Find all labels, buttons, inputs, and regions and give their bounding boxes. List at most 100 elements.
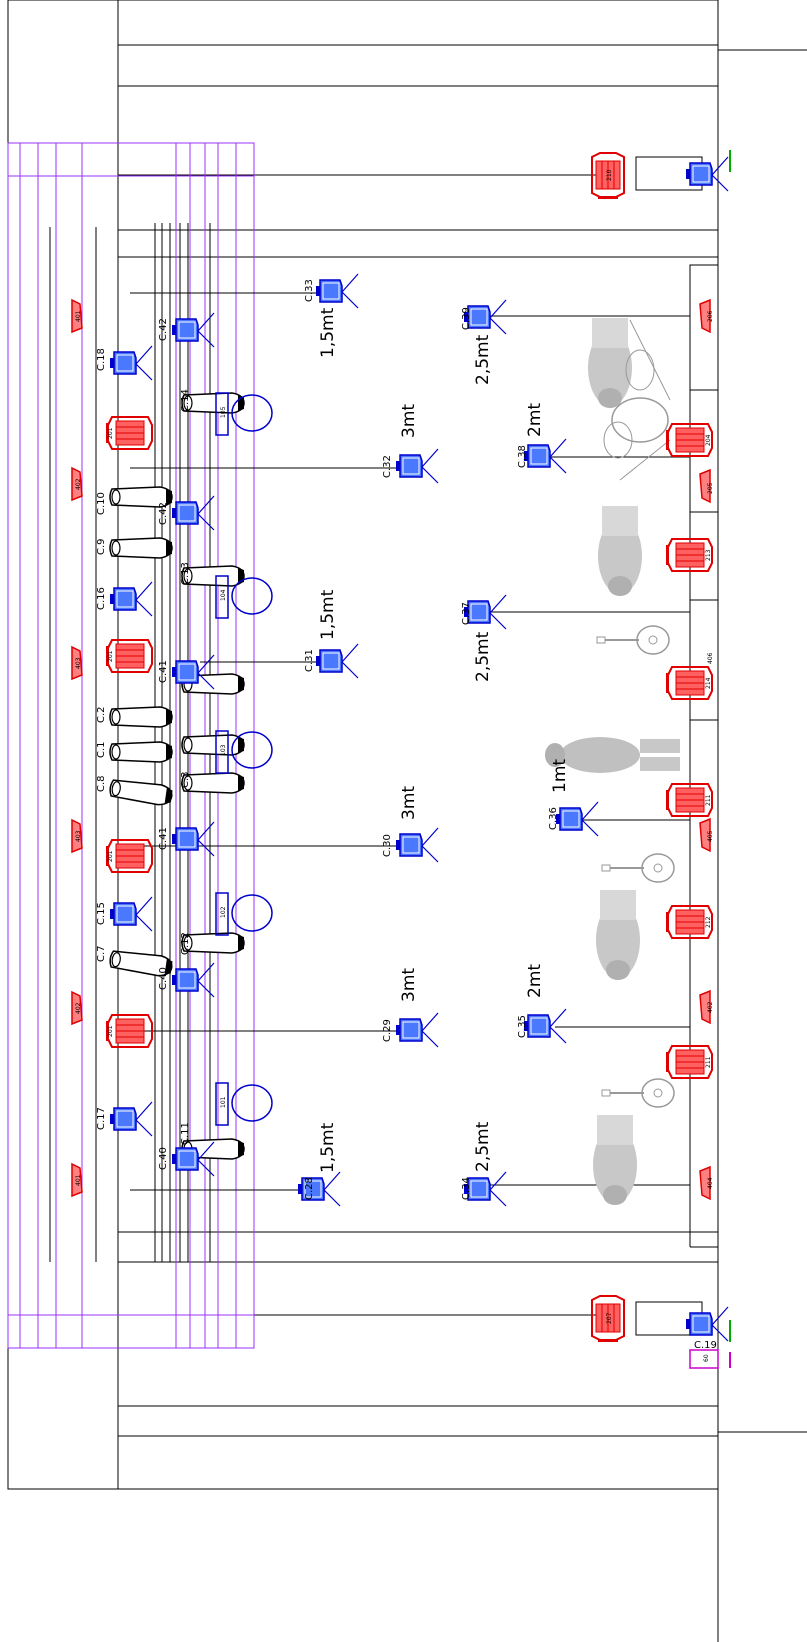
microphone-stand-icon bbox=[395, 1012, 439, 1048]
channel-label: C.18 bbox=[96, 348, 107, 371]
musician-silhouette-icon bbox=[588, 318, 632, 408]
special-box bbox=[689, 150, 731, 1369]
fixture-id: 212 bbox=[705, 916, 712, 928]
channel-label: C.38 bbox=[517, 445, 528, 468]
fixture-id: 204 bbox=[705, 434, 712, 446]
fixture-id: 103 bbox=[220, 744, 227, 756]
microphone-stand-icon bbox=[109, 581, 153, 617]
person-standing-icon bbox=[181, 565, 245, 587]
person-standing-icon bbox=[109, 537, 173, 559]
fixture-id: 201 bbox=[107, 1025, 114, 1037]
channel-label: C.19 bbox=[694, 1340, 717, 1351]
microphone-stand-icon bbox=[171, 962, 215, 998]
microphone-stand-icon bbox=[109, 1101, 153, 1137]
microphone-stand-icon bbox=[315, 643, 359, 679]
channel-label: C.9 bbox=[96, 538, 107, 555]
microphone-stand-icon bbox=[685, 156, 729, 192]
channel-label: C.33 bbox=[304, 279, 315, 302]
channel-label: 60 bbox=[703, 1354, 710, 1362]
microphone-stand-icon bbox=[395, 827, 439, 863]
person-standing-icon bbox=[109, 741, 173, 763]
distance-label: 1,5mt bbox=[318, 1122, 338, 1173]
channel-label: C.12 bbox=[180, 932, 191, 955]
fixture-id: 101 bbox=[220, 1096, 227, 1108]
fixture-id: 213 bbox=[705, 549, 712, 561]
fixture-id: 104 bbox=[220, 589, 227, 601]
microphone-stand-icon bbox=[171, 495, 215, 531]
microphone-stand-icon bbox=[109, 896, 153, 932]
microphone-stand-icon bbox=[685, 1306, 729, 1342]
channel-label: C.1 bbox=[96, 741, 107, 758]
channel-label: C.39 bbox=[461, 307, 472, 330]
guitar-icon bbox=[601, 853, 675, 883]
fixture-id: 402 bbox=[75, 1002, 82, 1014]
microphone-stand-icon bbox=[171, 821, 215, 857]
distance-label: 2,5mt bbox=[473, 631, 493, 682]
fixture-id: 205 bbox=[707, 482, 714, 494]
distance-label: 3mt bbox=[399, 786, 419, 820]
fixture-id: 201 bbox=[107, 850, 114, 862]
distance-label: 2,5mt bbox=[473, 1121, 493, 1172]
fixture-id: 201 bbox=[107, 650, 114, 662]
fixture-id: 402 bbox=[707, 1001, 714, 1013]
guitar-icon bbox=[601, 1078, 675, 1108]
channel-label: C.31 bbox=[304, 649, 315, 672]
channel-label: C.28 bbox=[304, 1177, 315, 1200]
channel-label: C.3 bbox=[180, 771, 191, 788]
musicians bbox=[545, 318, 680, 1205]
channel-label: C.41 bbox=[158, 827, 169, 850]
microphone-stand-icon bbox=[523, 1008, 567, 1044]
channel-label: C.8 bbox=[96, 775, 107, 792]
fixture-id: 402 bbox=[75, 478, 82, 490]
channel-labels: C.33 C.39 C.42 C.18 C.14 C.32 C.38 C.10 … bbox=[96, 279, 717, 1362]
channel-label: C.15 bbox=[96, 902, 107, 925]
fixture-id: 211 bbox=[705, 1056, 712, 1068]
channel-label: C.16 bbox=[96, 587, 107, 610]
fixture-id: 404 bbox=[707, 1177, 714, 1189]
guitar-icon bbox=[596, 625, 670, 655]
fixture-id: 405 bbox=[707, 830, 714, 842]
person-standing-icon bbox=[181, 734, 245, 756]
microphone-stand-icon bbox=[315, 273, 359, 309]
channel-label: C.36 bbox=[548, 807, 559, 830]
fixture-id: 406 bbox=[707, 652, 714, 664]
distance-label: 2mt bbox=[525, 403, 545, 437]
channel-label: C.40 bbox=[158, 967, 169, 990]
fixture-ids: 401 402 403 403 402 401 201 201 201 201 … bbox=[75, 169, 714, 1324]
distance-label: 1mt bbox=[550, 759, 570, 793]
microphone-stand-icon bbox=[555, 801, 599, 837]
channel-label: C.34 bbox=[461, 1177, 472, 1200]
channel-label: C.40 bbox=[158, 1147, 169, 1170]
fixture-id: 207 bbox=[606, 1312, 613, 1324]
fixture-id: 401 bbox=[75, 310, 82, 322]
channel-label: C.41 bbox=[158, 660, 169, 683]
channel-label: C.42 bbox=[158, 318, 169, 341]
channel-label: C.2 bbox=[96, 706, 107, 723]
person-standing-icon bbox=[545, 737, 680, 773]
channel-label: C.42 bbox=[158, 502, 169, 525]
fixture-id: 403 bbox=[75, 657, 82, 669]
channel-label: C.10 bbox=[96, 492, 107, 515]
fixture-id: 211 bbox=[705, 794, 712, 806]
musician-silhouette-icon bbox=[598, 506, 642, 596]
channel-label: C.13 bbox=[180, 562, 191, 585]
channel-label: C.30 bbox=[382, 834, 393, 857]
drum-kit-icon bbox=[603, 319, 671, 481]
fixture-id: 102 bbox=[220, 906, 227, 918]
fixture-id: 201 bbox=[107, 427, 114, 439]
fixture-id: 105 bbox=[220, 406, 227, 418]
distance-label: 1,5mt bbox=[318, 307, 338, 358]
fixture-id: 403 bbox=[75, 830, 82, 842]
person-standing-icon bbox=[109, 706, 173, 728]
microphone-stand-icon bbox=[109, 345, 153, 381]
fixture-id: 210 bbox=[606, 169, 613, 181]
person-standing-icon bbox=[181, 932, 245, 954]
front-monitors bbox=[215, 392, 273, 1126]
person-standing-icon bbox=[181, 772, 245, 794]
channel-label: C.37 bbox=[461, 602, 472, 625]
microphone-stand-icon bbox=[171, 312, 215, 348]
channel-label: C.17 bbox=[96, 1107, 107, 1130]
channel-label: C.29 bbox=[382, 1019, 393, 1042]
stage-outline bbox=[7, 0, 807, 1642]
